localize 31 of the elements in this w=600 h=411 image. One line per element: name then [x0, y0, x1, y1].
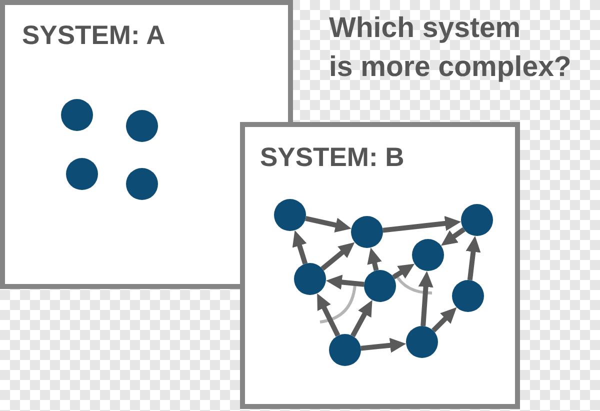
arrow — [367, 247, 382, 271]
arrow — [320, 240, 356, 271]
network-dot — [412, 239, 444, 271]
arrow — [432, 306, 458, 332]
network-dot — [329, 334, 361, 366]
network-dot — [461, 204, 493, 236]
arrow — [350, 298, 374, 338]
arrow — [392, 262, 416, 280]
panel-title: SYSTEM: A — [22, 22, 166, 48]
heading: Which system is more complex? — [329, 11, 572, 85]
arrow — [466, 236, 481, 280]
arrow — [326, 274, 364, 290]
network-dot — [406, 326, 438, 358]
network-dot — [452, 280, 484, 312]
system-panel — [240, 122, 520, 409]
network-dot — [364, 270, 396, 302]
arrow — [440, 227, 466, 248]
arrow — [382, 216, 462, 233]
network-dot — [66, 158, 98, 190]
network-dot — [126, 110, 158, 142]
arrow — [360, 338, 406, 353]
network-dot — [351, 216, 383, 248]
arrow — [418, 270, 434, 326]
arrow — [292, 230, 308, 264]
network-dot — [61, 99, 93, 131]
arrow — [314, 292, 340, 337]
panel-title: SYSTEM: B — [260, 144, 404, 170]
network-dot — [126, 168, 158, 200]
network-dot — [274, 199, 306, 231]
arrow — [305, 216, 352, 232]
network-dot — [294, 263, 326, 295]
